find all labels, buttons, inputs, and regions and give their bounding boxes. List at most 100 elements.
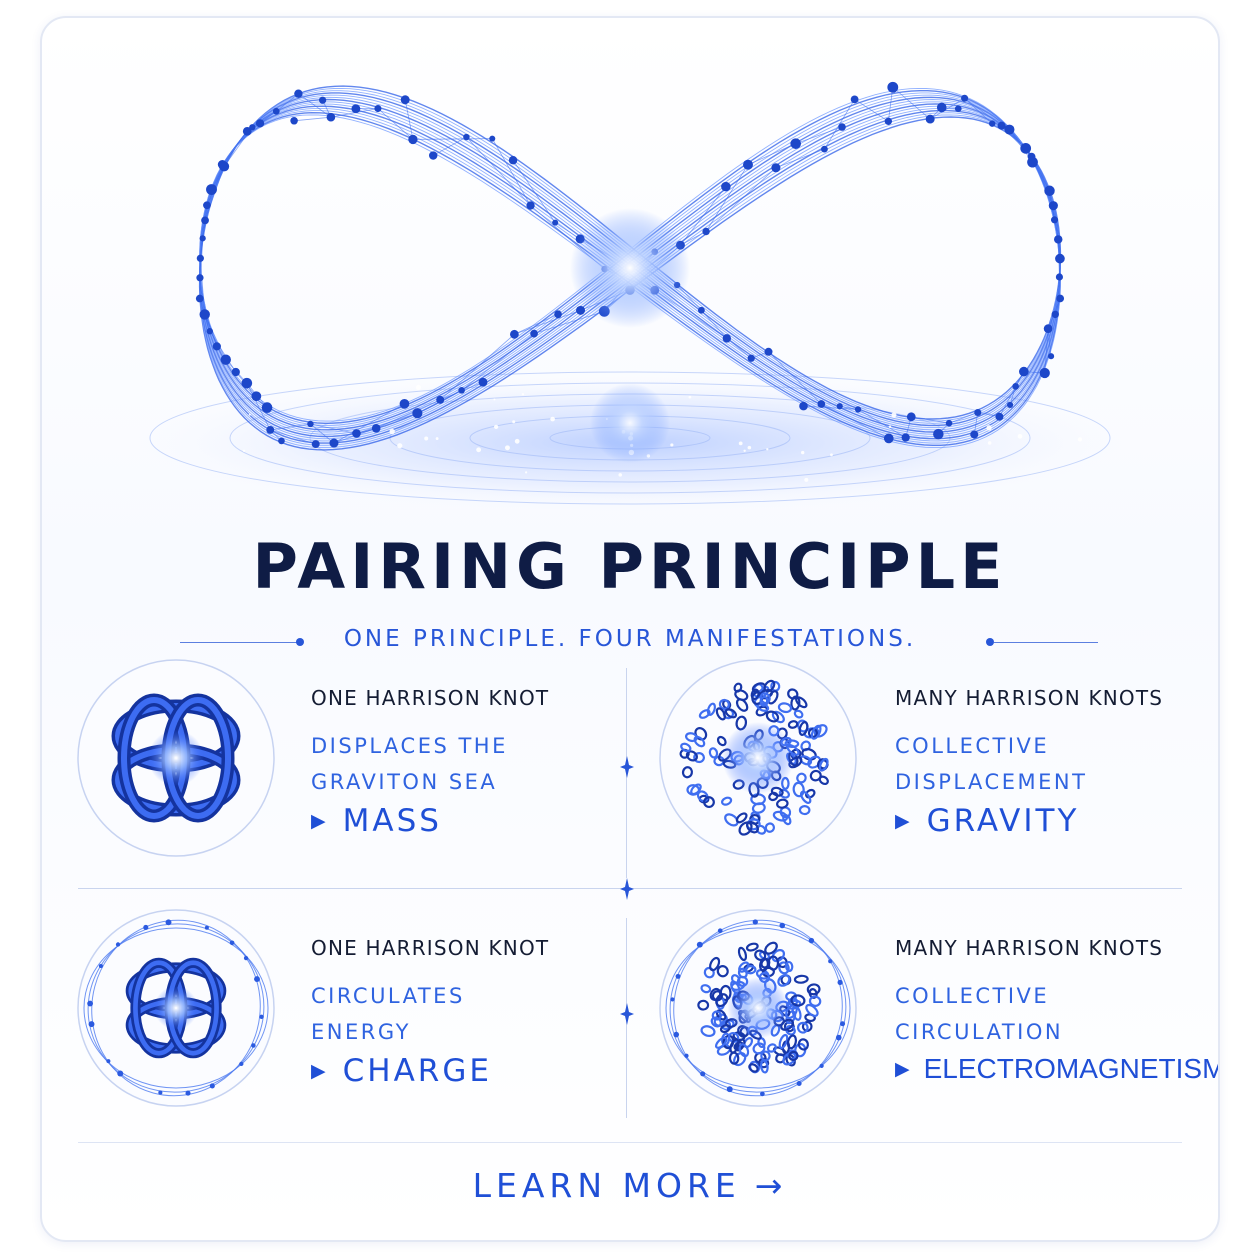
lattice-link bbox=[199, 238, 204, 299]
lattice-node bbox=[743, 159, 753, 170]
lattice-link bbox=[775, 148, 825, 169]
sparkle bbox=[766, 448, 769, 451]
cluster-knot bbox=[681, 766, 693, 779]
lattice-node bbox=[436, 395, 445, 404]
cell-description: COLLECTIVE DISPLACEMENT bbox=[895, 728, 1087, 800]
lattice-node bbox=[1056, 294, 1065, 303]
cluster-knot bbox=[778, 961, 790, 975]
cell-description-line: DISPLACEMENT bbox=[895, 770, 1088, 794]
orbit-node bbox=[259, 1014, 264, 1019]
cluster-knot bbox=[751, 802, 766, 814]
lattice-node bbox=[838, 123, 846, 131]
orbit-node bbox=[808, 937, 815, 944]
orbit-node bbox=[828, 959, 833, 964]
lattice-node bbox=[1019, 366, 1029, 377]
cell-description-line: ENERGY bbox=[311, 1020, 411, 1044]
lattice-node bbox=[290, 117, 298, 125]
lattice-link bbox=[433, 136, 467, 156]
sparkle bbox=[242, 449, 246, 452]
lattice-node bbox=[1027, 152, 1036, 161]
lattice-node bbox=[883, 433, 894, 444]
learn-more-link[interactable]: LEARN MORE → bbox=[42, 1166, 1218, 1205]
lattice-link bbox=[310, 423, 357, 434]
sparkle bbox=[618, 473, 622, 477]
orbit-node bbox=[254, 976, 260, 982]
sparkle bbox=[504, 445, 510, 451]
lattice-node bbox=[961, 94, 969, 102]
lattice-node bbox=[201, 216, 209, 225]
orbit-node bbox=[185, 1090, 191, 1096]
pairing-principle-card: PAIRING PRINCIPLE ONE PRINCIPLE. FOUR MA… bbox=[40, 16, 1220, 1242]
orbit-node bbox=[835, 1034, 842, 1041]
lattice-link bbox=[747, 143, 796, 166]
lattice-link bbox=[310, 423, 335, 444]
lattice-node bbox=[554, 310, 562, 319]
cluster-glow bbox=[722, 722, 794, 794]
lattice-node bbox=[196, 254, 204, 262]
cluster-knot bbox=[735, 812, 748, 824]
triangle-right-icon: ▶ bbox=[311, 1060, 329, 1082]
sparkle bbox=[747, 445, 752, 450]
cluster-knot bbox=[798, 721, 809, 736]
subtitle-rule-left bbox=[180, 642, 300, 643]
orbit-node bbox=[209, 1083, 215, 1089]
lattice-node bbox=[702, 227, 710, 236]
subtitle-row: ONE PRINCIPLE. FOUR MANIFESTATIONS. bbox=[42, 626, 1218, 660]
cluster-knot bbox=[714, 1036, 728, 1049]
orbit-node bbox=[88, 1021, 95, 1028]
cluster-knot bbox=[686, 784, 701, 796]
sparkle bbox=[986, 425, 992, 431]
lattice-node bbox=[261, 402, 273, 413]
orbit-node bbox=[700, 1071, 706, 1077]
lattice-link bbox=[461, 333, 535, 391]
lattice-link bbox=[964, 97, 993, 124]
sparkle bbox=[514, 438, 520, 444]
sparkle bbox=[424, 436, 429, 441]
lattice-node bbox=[352, 429, 361, 438]
lattice-node bbox=[217, 159, 227, 170]
cluster-knot bbox=[808, 988, 818, 999]
learn-more-label[interactable]: LEARN MORE bbox=[472, 1166, 741, 1205]
cell-description: CIRCULATES ENERGY bbox=[311, 978, 465, 1050]
lattice-link bbox=[701, 309, 728, 339]
cluster-knot bbox=[716, 965, 729, 978]
manifestation-electromagnetism: MANY HARRISON KNOTS COLLECTIVE CIRCULATI… bbox=[658, 908, 1218, 1128]
cell-description: COLLECTIVE CIRCULATION bbox=[895, 978, 1063, 1050]
lattice-node bbox=[821, 145, 828, 153]
orbit-node bbox=[840, 1021, 846, 1027]
lattice-link bbox=[356, 412, 418, 434]
lattice-node bbox=[936, 102, 947, 113]
lattice-node bbox=[251, 391, 262, 402]
cluster-knot bbox=[818, 775, 829, 786]
knot-glow bbox=[154, 986, 198, 1030]
sparkle bbox=[550, 416, 555, 422]
cluster-knot bbox=[693, 751, 705, 764]
lattice-node bbox=[463, 133, 470, 141]
sparkle bbox=[891, 412, 897, 418]
cluster-knot bbox=[737, 946, 748, 962]
cluster-knot bbox=[766, 1043, 777, 1053]
arrow-right-icon: → bbox=[754, 1166, 788, 1205]
lattice-node bbox=[747, 354, 755, 362]
infinity-network-icon bbox=[110, 81, 1150, 515]
lattice-node bbox=[428, 151, 438, 160]
orbit-node bbox=[117, 1070, 124, 1077]
cluster-knot bbox=[700, 1025, 716, 1037]
lattice-node bbox=[255, 119, 265, 128]
single-knot-orbit-icon bbox=[77, 909, 275, 1107]
lattice-node bbox=[925, 114, 935, 124]
lattice-node bbox=[1050, 216, 1059, 224]
cluster-knot bbox=[787, 720, 799, 729]
lattice-node bbox=[906, 412, 916, 422]
lattice-node bbox=[552, 219, 559, 226]
lattice-link bbox=[491, 138, 531, 206]
sparkle bbox=[415, 384, 421, 390]
lattice-node bbox=[231, 367, 240, 377]
page-title: PAIRING PRINCIPLE bbox=[252, 530, 1008, 603]
cluster-knot bbox=[768, 791, 779, 802]
orbit-node bbox=[670, 997, 675, 1002]
lattice-link bbox=[803, 405, 859, 410]
lattice-node bbox=[1044, 185, 1055, 196]
sparkle bbox=[524, 471, 528, 474]
lattice-link bbox=[948, 412, 978, 424]
